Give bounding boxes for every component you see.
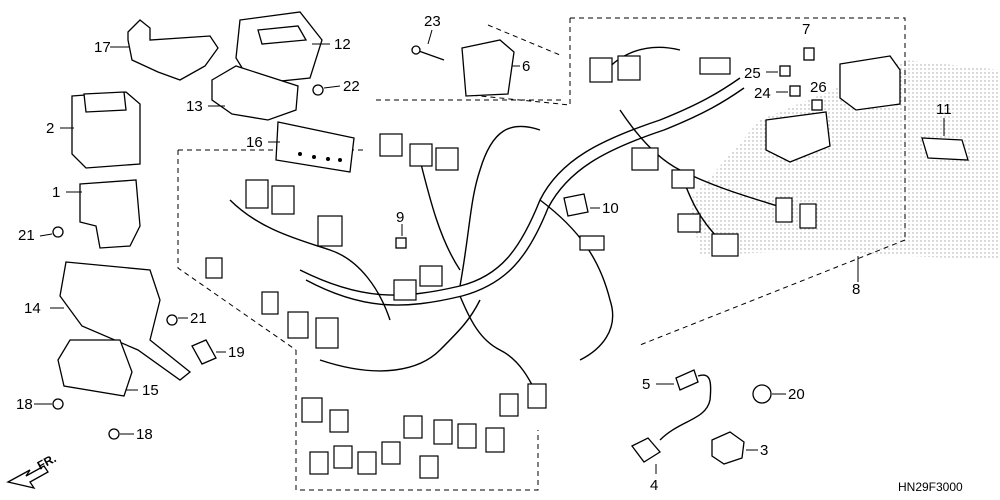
part-25-cap: 25 xyxy=(744,65,791,82)
part-8-wire-harness-label: 8 xyxy=(852,256,860,298)
main-connector-lower xyxy=(765,111,831,163)
part-21-bolt-upper: 21 xyxy=(18,226,64,244)
callout-18b: 18 xyxy=(136,426,153,443)
part-17-bracket-cover: 17 xyxy=(94,19,219,81)
part-11-plate: 11 xyxy=(921,101,969,161)
callout-19: 19 xyxy=(228,344,245,361)
part-19-clip: 19 xyxy=(191,339,245,365)
callout-8: 8 xyxy=(852,281,860,298)
part-7-cap: 7 xyxy=(802,21,815,61)
callout-18a: 18 xyxy=(16,396,33,413)
callout-9: 9 xyxy=(396,209,404,226)
part-6-relay: 6 xyxy=(461,39,530,97)
callout-23: 23 xyxy=(424,13,441,30)
part-9-connector: 9 xyxy=(395,209,407,249)
part-2-relay-box: 2 xyxy=(46,91,141,169)
part-23-bolt: 23 xyxy=(411,13,445,61)
harness-boundary xyxy=(177,17,906,491)
part-15-guard-plate: 15 xyxy=(57,339,159,399)
callout-10: 10 xyxy=(602,200,619,217)
callout-21b: 21 xyxy=(190,310,207,327)
shading-area xyxy=(690,60,1000,260)
part-24-cap: 24 xyxy=(754,85,801,102)
part-3-clamp: 3 xyxy=(711,431,768,465)
part-12-control-unit: 12 xyxy=(235,11,351,85)
callout-26: 26 xyxy=(810,79,827,96)
callout-25: 25 xyxy=(744,65,761,82)
callout-12: 12 xyxy=(334,36,351,53)
callout-7: 7 xyxy=(802,21,810,38)
callout-2: 2 xyxy=(46,120,54,137)
callout-14: 14 xyxy=(24,300,41,317)
front-direction-arrow: FR. xyxy=(6,451,58,490)
callout-15: 15 xyxy=(142,382,159,399)
part-21-bolt-lower: 21 xyxy=(166,310,207,327)
callout-17: 17 xyxy=(94,39,111,56)
callout-11: 11 xyxy=(936,101,952,118)
callout-13: 13 xyxy=(186,98,203,115)
callout-22: 22 xyxy=(343,78,360,95)
part-10-cap: 10 xyxy=(563,193,619,217)
callout-16: 16 xyxy=(246,134,263,151)
callout-24: 24 xyxy=(754,85,771,102)
part-14-bracket: 14 xyxy=(24,261,192,381)
callout-4: 4 xyxy=(650,477,658,494)
callout-21a: 21 xyxy=(18,227,35,244)
callout-6: 6 xyxy=(522,58,530,75)
part-5-sensor: 5 xyxy=(642,369,712,441)
callout-5: 5 xyxy=(642,376,650,393)
diagram-reference-code: HN29F3000 xyxy=(898,480,963,494)
callout-1: 1 xyxy=(52,184,60,201)
part-18-bolt-right: 18 xyxy=(108,426,153,443)
part-20-grommet: 20 xyxy=(752,384,805,404)
callout-20: 20 xyxy=(788,386,805,403)
part-4-sensor: 4 xyxy=(631,437,661,494)
main-wire-harness xyxy=(229,46,791,401)
part-13-ecu: 13 xyxy=(186,65,299,121)
part-1-fuse-box: 1 xyxy=(52,179,141,249)
part-18-bolt-left: 18 xyxy=(16,396,64,413)
part-26-cap: 26 xyxy=(810,79,827,111)
part-22-bolt: 22 xyxy=(312,78,360,96)
callout-3: 3 xyxy=(760,442,768,459)
main-connector-upper xyxy=(839,55,901,111)
part-16-stay-plate: 16 xyxy=(246,121,355,173)
branch-connectors xyxy=(205,55,817,479)
